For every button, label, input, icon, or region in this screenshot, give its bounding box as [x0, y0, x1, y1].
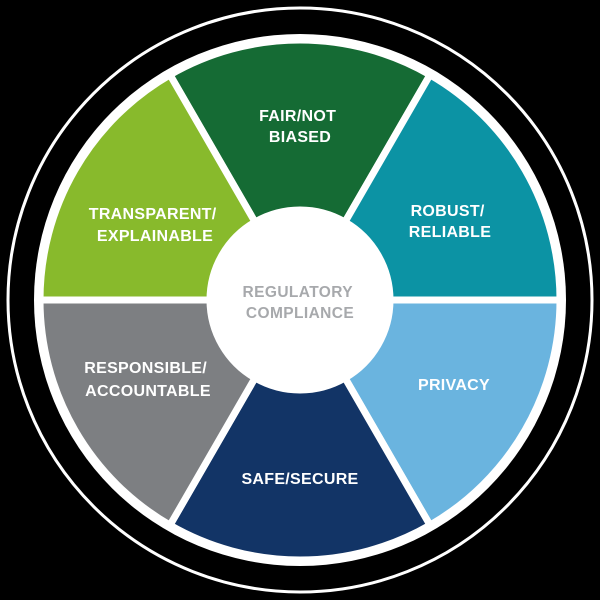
label-responsible-accountable: RESPONSIBLE/ ACCOUNTABLE	[84, 360, 211, 400]
label-transparent-line-2: EXPLAINABLE	[97, 228, 213, 245]
center-label-line-1: REGULATORY	[243, 284, 354, 301]
label-robust-line-1: ROBUST/	[411, 203, 485, 220]
center-label: REGULATORY COMPLIANCE	[243, 284, 358, 322]
label-transparent-explainable: TRANSPARENT/ EXPLAINABLE	[89, 206, 222, 245]
segment-labels: FAIR/NOT BIASED ROBUST/ RELIABLE PRIVACY…	[84, 108, 491, 488]
segment-transparent-explainable	[36, 71, 259, 304]
segment-safe-secure	[166, 374, 434, 564]
segment-fair-not-biased	[166, 36, 434, 226]
label-safe-line-1: SAFE/SECURE	[241, 471, 358, 488]
label-privacy-line-1: PRIVACY	[418, 377, 490, 394]
label-privacy: PRIVACY	[418, 377, 490, 394]
label-safe-secure: SAFE/SECURE	[241, 471, 358, 488]
segment-responsible-accountable	[36, 296, 259, 529]
label-fair-not-biased: FAIR/NOT BIASED	[259, 108, 341, 146]
label-responsible-line-1: RESPONSIBLE/	[84, 360, 207, 377]
label-robust-reliable: ROBUST/ RELIABLE	[409, 203, 491, 241]
center-label-line-2: COMPLIANCE	[246, 305, 354, 322]
label-responsible-line-2: ACCOUNTABLE	[85, 383, 211, 400]
label-fair-line-2: BIASED	[269, 129, 331, 146]
segment-robust-reliable	[341, 71, 564, 304]
segments-layer	[36, 36, 564, 564]
center-hub: REGULATORY COMPLIANCE	[215, 215, 385, 385]
label-transparent-line-1: TRANSPARENT/	[89, 206, 217, 223]
label-robust-line-2: RELIABLE	[409, 224, 491, 241]
label-fair-line-1: FAIR/NOT	[259, 108, 336, 125]
